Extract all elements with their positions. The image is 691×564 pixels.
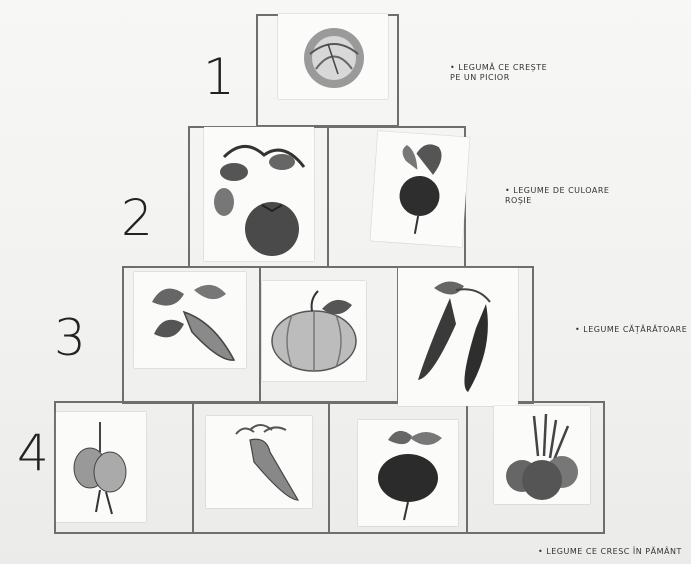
cucumber-icon: [134, 272, 246, 368]
cabbage-icon: [278, 14, 388, 99]
carrot-card: [206, 416, 312, 508]
pumpkin-icon: [262, 281, 366, 381]
radish-icon: [370, 131, 469, 247]
row-1-caption: • LEGUMĂ CE CREȘTE PE UN PICIOR: [450, 63, 547, 83]
cucumber-card: [134, 272, 246, 368]
divider: [466, 401, 468, 534]
garlic-card: [56, 412, 146, 522]
row-number-3: 3: [54, 313, 86, 363]
tomato-card: [204, 127, 314, 261]
row-number-2: 2: [121, 193, 153, 243]
row-4-caption: • LEGUME CE CRESC ÎN PĂMÂNT: [538, 547, 682, 557]
divider: [259, 266, 261, 404]
radish-card: [370, 131, 469, 247]
carrot-icon: [206, 416, 312, 508]
row-number-4: 4: [17, 428, 49, 478]
tomato-icon: [204, 127, 314, 261]
peas-card: [398, 268, 518, 406]
row-number-1: 1: [203, 52, 235, 102]
row-2-caption: • LEGUME DE CULOARE ROȘIE: [505, 186, 609, 206]
pumpkin-card: [262, 281, 366, 381]
beet-card: [358, 420, 458, 526]
onion-card: [494, 406, 590, 504]
garlic-icon: [56, 412, 146, 522]
beet-icon: [358, 420, 458, 526]
cabbage-card: [278, 14, 388, 99]
peas-icon: [398, 268, 518, 406]
onion-icon: [494, 406, 590, 504]
row-3-caption: • LEGUME CĂȚĂRĂTOARE: [575, 325, 687, 335]
divider: [328, 401, 330, 534]
divider: [192, 401, 194, 534]
divider: [327, 126, 329, 268]
